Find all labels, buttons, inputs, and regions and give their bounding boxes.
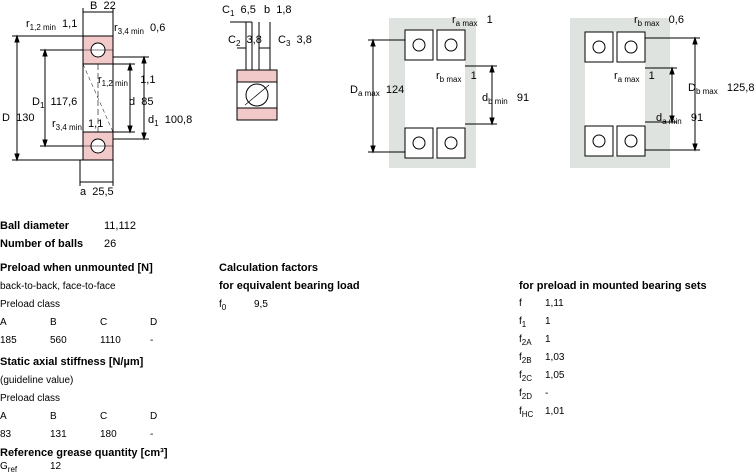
bearing-detail	[230, 21, 278, 121]
preload-arrangement: back-to-back, face-to-face	[0, 281, 116, 292]
stiffness-class-D: D	[150, 411, 158, 422]
stiffness-class-B: B	[50, 411, 57, 422]
dim-b: b 1,8	[264, 4, 292, 16]
stiffness-class-A: A	[0, 411, 7, 422]
preload-value-D: -	[150, 335, 154, 346]
dim-r34: r3,4 min 0,6	[114, 22, 166, 36]
preload-value-A: 185	[0, 335, 17, 346]
dim-r12b: r1,2 min 1,1	[98, 74, 156, 88]
mounted-factor-label: f	[519, 298, 522, 309]
preload-value-C: 1110	[100, 335, 121, 346]
mounted-factor-value: 1,03	[545, 352, 565, 363]
abut1-Da: Da max 124	[350, 84, 405, 98]
dim-r34b: r3,4 min 1,1	[52, 118, 104, 132]
stiffness-value-C: 180	[100, 429, 117, 440]
dim-r12: r1,2 min 1,1	[26, 18, 78, 32]
dim-d1: d1 100,8	[148, 114, 193, 128]
mounted-factor-label: fHC	[519, 406, 534, 419]
preload-class-label: Preload class	[0, 299, 61, 310]
preload-class-B: B	[50, 317, 57, 328]
ball-diameter-label: Ball diameter	[0, 220, 70, 232]
calc-subheading: for equivalent bearing load	[219, 280, 360, 292]
mounted-factor-value: 1	[545, 316, 551, 327]
dim-B: B 22	[90, 0, 116, 12]
number-of-balls-value: 26	[104, 238, 117, 250]
abut1-rb: rb max 1	[436, 70, 477, 84]
mounted-factor-label: f2D	[519, 388, 533, 401]
grease-label: Gref	[0, 461, 18, 474]
dim-C3: C3 3,8	[278, 34, 312, 48]
abut2-da: da min 91	[656, 112, 704, 126]
mounted-factor-label: f2C	[519, 370, 533, 383]
preload-class-A: A	[0, 317, 7, 328]
grease-heading: Reference grease quantity [cm³]	[0, 447, 168, 459]
stiffness-class-C: C	[100, 411, 108, 422]
calc-heading: Calculation factors	[219, 262, 319, 274]
preload-class-D: D	[150, 317, 158, 328]
stiffness-heading: Static axial stiffness [N/µm]	[0, 356, 144, 368]
dim-D: D 130	[2, 112, 35, 124]
stiffness-value-A: 83	[0, 429, 12, 440]
grease-value: 12	[50, 461, 62, 472]
dim-d: d 85	[129, 96, 154, 108]
dim-D1: D1 117,6	[32, 96, 78, 110]
mounted-factor-label: f2A	[519, 334, 532, 347]
mounted-factor-value: -	[545, 388, 549, 399]
abut2-ra: ra max 1	[614, 70, 655, 84]
stiffness-value-D: -	[150, 429, 154, 440]
calc-f0-value: 9,5	[254, 299, 268, 310]
stiffness-note: (guideline value)	[0, 375, 74, 386]
abut2-rb: rb max 0,6	[634, 14, 684, 28]
stiffness-value-B: 131	[50, 429, 67, 440]
preload-class-C: C	[100, 317, 108, 328]
preload-value-B: 560	[50, 335, 67, 346]
preload-heading: Preload when unmounted [N]	[0, 262, 153, 274]
mounted-factor-value: 1,11	[545, 298, 564, 309]
abut1-ra: ra max 1	[452, 14, 493, 28]
mounted-factor-value: 1	[545, 334, 551, 345]
bearing-drawings	[12, 8, 700, 186]
dim-a: a 25,5	[80, 186, 114, 198]
mounted-factor-label: f1	[519, 316, 527, 329]
mounted-factor-value: 1,05	[545, 370, 565, 381]
dim-C2: C2 3,8	[228, 34, 262, 48]
mounted-factor-value: 1,01	[545, 406, 565, 417]
bearing-cross-section	[12, 8, 149, 186]
abutment-drawing-2	[570, 18, 700, 168]
abut1-db: db min 91	[482, 92, 530, 106]
mounted-heading: for preload in mounted bearing sets	[519, 280, 707, 292]
calc-f0-label: f0	[219, 299, 227, 312]
abut2-Db: Db max 125,8	[688, 82, 755, 96]
ball-diameter-value: 11,112	[104, 220, 137, 232]
dim-C1: C1 6,5	[222, 4, 256, 18]
abutment-drawing-1	[368, 18, 497, 168]
mounted-factor-label: f2B	[519, 352, 532, 365]
number-of-balls-label: Number of balls	[0, 238, 84, 250]
stiffness-class-label: Preload class	[0, 393, 61, 404]
